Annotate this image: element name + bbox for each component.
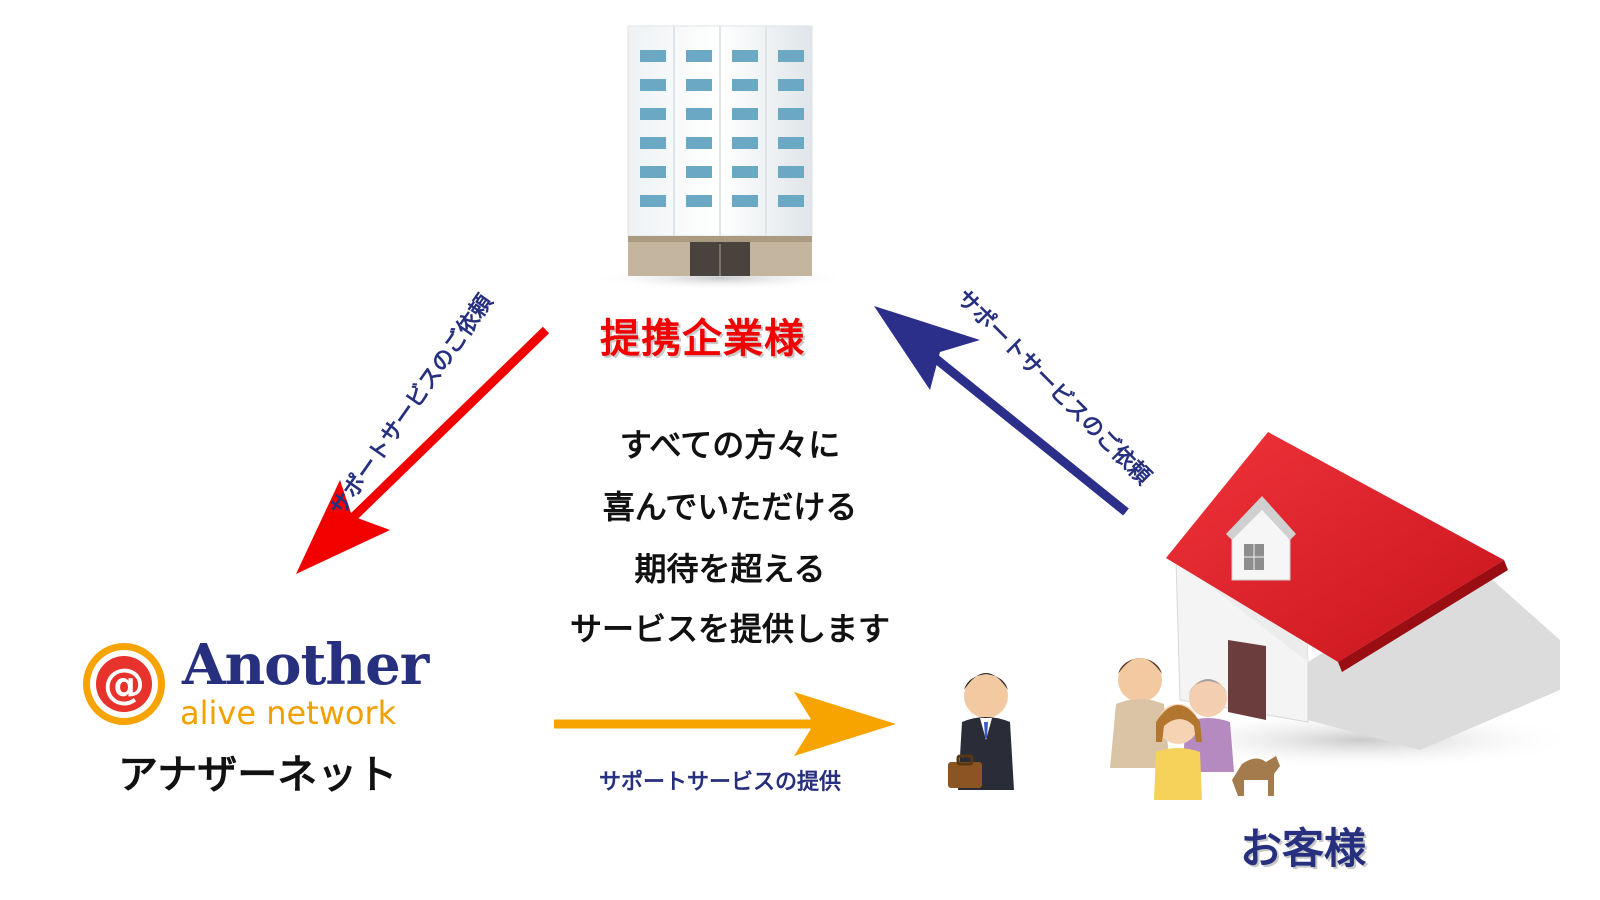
office-building-icon xyxy=(590,25,850,290)
house-with-family-icon xyxy=(1110,432,1580,800)
building-window xyxy=(686,195,712,207)
building-window xyxy=(732,137,758,149)
building-window xyxy=(778,137,804,149)
building-window xyxy=(778,195,804,207)
arrow-company-to-customer xyxy=(554,692,896,756)
building-window xyxy=(686,50,712,62)
building-window xyxy=(640,79,666,91)
businessman-icon xyxy=(948,673,1014,790)
company-name-label: アナザーネット xyxy=(118,752,398,798)
edge-label-company-to-customer: サポートサービスの提供 xyxy=(598,770,841,795)
building-window xyxy=(640,108,666,120)
building-window xyxy=(686,79,712,91)
building-window xyxy=(640,137,666,149)
center-message-line: 喜んでいただける xyxy=(602,488,858,526)
at-sign-logo-icon: @ xyxy=(83,643,165,725)
logo-word-another: Another xyxy=(182,632,429,698)
building-window xyxy=(778,108,804,120)
building-window xyxy=(686,166,712,178)
building-window xyxy=(732,166,758,178)
building-window xyxy=(778,50,804,62)
building-window xyxy=(686,137,712,149)
building-window xyxy=(732,79,758,91)
building-window xyxy=(640,195,666,207)
center-message-line: 期待を超える xyxy=(634,550,826,588)
arrow-customer-to-partner xyxy=(874,306,1129,516)
building-window xyxy=(686,108,712,120)
building-window xyxy=(640,50,666,62)
customer-label: お客様 xyxy=(1240,824,1367,873)
building-window xyxy=(732,195,758,207)
partner-company-label: 提携企業様 xyxy=(600,316,805,362)
center-message-line: すべての方々に xyxy=(619,426,841,464)
building-window xyxy=(640,166,666,178)
building-window xyxy=(778,79,804,91)
another-alive-network-logo: @ Another alive network xyxy=(80,632,440,738)
center-message-line: サービスを提供します xyxy=(569,610,890,648)
building-window xyxy=(732,108,758,120)
logo-word-alive-network: alive network xyxy=(180,694,397,732)
building-window xyxy=(732,50,758,62)
arrow-partner-to-company xyxy=(296,326,550,574)
building-window xyxy=(778,166,804,178)
svg-text:@: @ xyxy=(103,659,145,708)
